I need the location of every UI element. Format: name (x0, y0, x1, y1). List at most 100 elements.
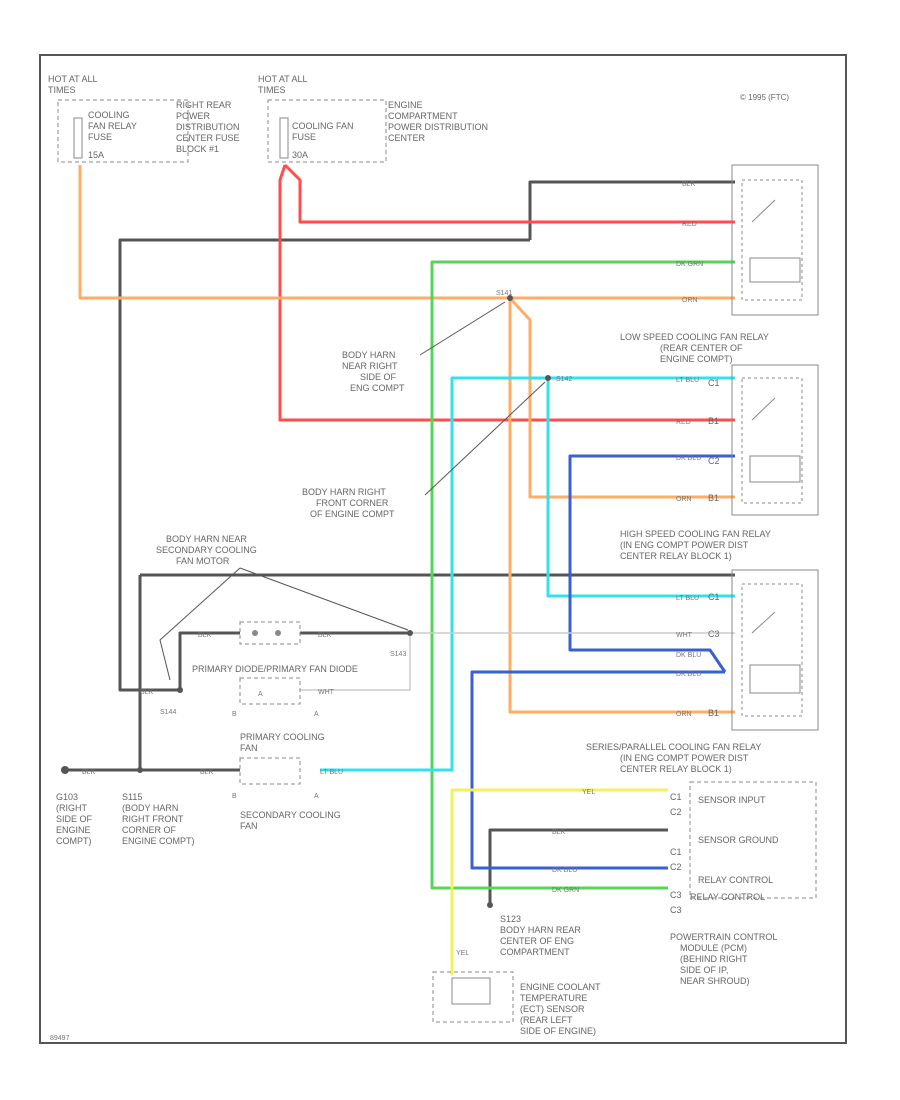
wire-blk-pcm (488, 828, 668, 905)
fuse-right-box (267, 99, 387, 163)
fuse-left-element (73, 117, 83, 159)
ect-label-2: TEMPERATURE (520, 993, 587, 1003)
pin-c1-b: C1 (670, 847, 682, 857)
footer-code: 89497 (50, 1035, 70, 1042)
body-ground-1: S123 (500, 914, 521, 924)
fuse-left-hot-2: TIMES (48, 85, 76, 95)
wire-blk-main (118, 238, 530, 692)
pcm-sensor-ground: SENSOR GROUND (698, 835, 779, 845)
fuse-left: HOT AT ALL TIMES COOLING FAN RELAY FUSE … (48, 74, 240, 163)
fuse-right-hot-1: HOT AT ALL (258, 74, 308, 84)
fuse-right-loc-1: ENGINE (388, 100, 423, 110)
callout-1-1: BODY HARN (342, 350, 395, 360)
fuse-left-hot-1: HOT AT ALL (48, 74, 98, 84)
callout-3-2: SECONDARY COOLING (156, 545, 257, 555)
fuse-left-loc-2: POWER (176, 111, 211, 121)
pin-c2-a: C2 (670, 807, 682, 817)
label-dkgrn-2: DK GRN (552, 887, 579, 894)
wire-red-b (278, 164, 735, 422)
label-dkblu-2: DK BLU (676, 652, 701, 659)
label-ltblu-1: LT BLU (676, 377, 699, 384)
pcm-label-1: POWERTRAIN CONTROL (670, 932, 777, 942)
wire-orn-b (508, 296, 735, 499)
relay-low-label-1: LOW SPEED COOLING FAN RELAY (620, 332, 769, 342)
ground-dot (61, 766, 69, 774)
label-blk-2: BLK (552, 829, 566, 836)
label-dkblu-3: DK BLU (676, 671, 701, 678)
splice-dot-3 (407, 630, 413, 636)
wire-dk-blu-a (568, 454, 735, 673)
wire-wht2 (300, 633, 411, 691)
splice-dot-4 (177, 687, 183, 693)
wire-dk-grn (430, 260, 735, 890)
label-red-1: RED (682, 221, 697, 228)
secondary-fan-pin-a: A (314, 793, 319, 800)
fuse-right-loc-4: CENTER (388, 133, 426, 143)
primary-fan-pin-a: A (314, 711, 319, 718)
relay-series-label-3: CENTER RELAY BLOCK 1) (620, 764, 732, 774)
relay-high-label-3: CENTER RELAY BLOCK 1) (620, 551, 732, 561)
wire-orn-a (78, 165, 735, 300)
secondary-fan: B A SECONDARY COOLING FAN (232, 757, 341, 831)
ground-left-1: G103 (56, 792, 78, 802)
fuse-right-name-2: FUSE (292, 132, 316, 142)
label-wht-1: WHT (676, 632, 693, 639)
fuse-left-amp: 15A (88, 150, 104, 160)
label-blk-3: BLK (198, 632, 212, 639)
body-ground: S123 BODY HARN REAR CENTER OF ENG COMPAR… (500, 914, 581, 957)
wire-yel (450, 788, 668, 975)
callout-2-1: BODY HARN RIGHT (302, 487, 386, 497)
splice-s1: S141 (496, 290, 512, 297)
primary-fan-label-2: FAN (240, 743, 258, 753)
label-blk-1: BLK (682, 181, 696, 188)
diode-label: PRIMARY DIODE/PRIMARY FAN DIODE (192, 664, 358, 674)
splice-s3: S143 (390, 651, 406, 658)
relay-high (731, 569, 819, 731)
relay-low (731, 364, 819, 516)
pin-c2-b: C2 (670, 862, 682, 872)
wire-dk-blu-b (470, 670, 725, 870)
relay-1 (731, 164, 819, 316)
relay-high-label-1: HIGH SPEED COOLING FAN RELAY (620, 529, 771, 539)
callout-2-3: OF ENGINE COMPT (310, 509, 395, 519)
primary-fan: A B A PRIMARY COOLING FAN (232, 677, 325, 753)
label-blk-4: BLK (318, 632, 332, 639)
fuse-right: HOT AT ALL TIMES COOLING FAN FUSE 30A EN… (258, 74, 488, 163)
label-dkgrn-1: DK GRN (676, 261, 703, 268)
relay-low-label-2: (REAR CENTER OF (660, 343, 743, 353)
callout-3-1: BODY HARN NEAR (166, 534, 247, 544)
splice-s4: S144 (160, 709, 176, 716)
pin-b1-high: B1 (708, 708, 719, 718)
wire-lt-blu-a (320, 376, 735, 772)
ect-label-5: SIDE OF ENGINE) (520, 1026, 596, 1036)
diagram-frame (39, 54, 847, 1044)
relay-series-label-2: (IN ENG COMPT POWER DIST (620, 753, 749, 763)
callout-1-4: ENG COMPT (350, 383, 405, 393)
wire-labels: BLK RED DK GRN ORN LT BLU RED DK BLU ORN… (82, 181, 703, 957)
relay-labels: LOW SPEED COOLING FAN RELAY (REAR CENTER… (586, 332, 771, 774)
pcm-label-5: NEAR SHROUD) (680, 976, 750, 986)
ect-sensor: ENGINE COOLANT TEMPERATURE (ECT) SENSOR … (432, 971, 601, 1036)
splices: S141 S142 S143 S144 (61, 290, 572, 908)
ect-label-3: (ECT) SENSOR (520, 1004, 585, 1014)
pin-b1-low-2: B1 (708, 493, 719, 503)
label-ltblu-3: LT BLU (320, 769, 343, 776)
fuse-right-loc-3: POWER DISTRIBUTION (388, 122, 488, 132)
wire-blk-top (528, 180, 735, 240)
splice-dot-1 (507, 295, 513, 301)
callout-1-3: SIDE OF (360, 372, 397, 382)
pcm-label-4: SIDE OF IP, (680, 965, 728, 975)
pcm-label-3: (BEHIND RIGHT (680, 954, 748, 964)
pin-c3-high: C3 (708, 629, 720, 639)
pcm-sensor-input: SENSOR INPUT (698, 795, 766, 805)
ground-left-2: (RIGHT (56, 803, 87, 813)
ect-label-4: (REAR LEFT (520, 1015, 573, 1025)
label-red-2: RED (676, 419, 691, 426)
pcm-label-2: MODULE (PCM) (680, 943, 747, 953)
fuse-right-name-1: COOLING FAN (292, 121, 354, 131)
fuse-left-loc-3: DISTRIBUTION (176, 122, 240, 132)
ground-mid-3: RIGHT FRONT (122, 814, 184, 824)
wire-layer (65, 163, 735, 975)
label-orn-3: ORN (676, 711, 692, 718)
